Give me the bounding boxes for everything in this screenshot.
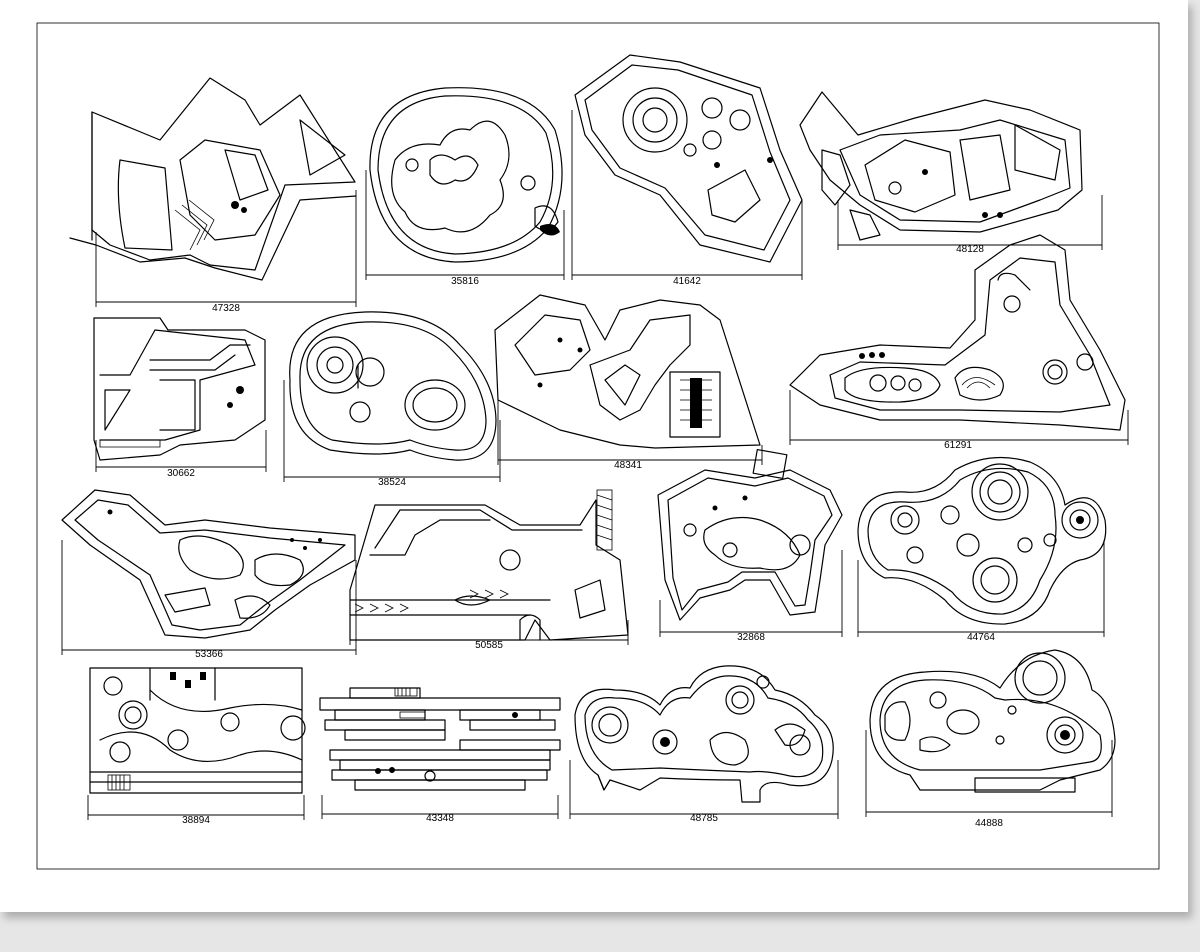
site-plan-6 [289, 311, 497, 461]
dimension-6: 38524 [283, 380, 501, 488]
dimension-16: 44888 [865, 730, 1113, 829]
dimension-11: 32868 [659, 550, 843, 643]
dimension-label: 48341 [614, 460, 642, 471]
site-plan-14 [319, 687, 561, 791]
site-plan-16 [869, 649, 1116, 793]
dimension-label: 53366 [195, 649, 223, 660]
site-plan-11 [657, 448, 843, 621]
site-plan-7 [494, 294, 761, 449]
site-plan-1 [69, 77, 357, 281]
drawing-sheet: 47328 35816 41642 [0, 0, 1188, 912]
dimension-12: 44764 [857, 540, 1105, 643]
dimension-3: 41642 [571, 110, 803, 287]
site-plan-3 [574, 54, 803, 263]
dimension-label: 61291 [944, 440, 972, 451]
drawing-frame [36, 22, 1160, 870]
dimension-label: 38894 [182, 815, 210, 826]
dimension-13: 38894 [87, 795, 305, 826]
site-plan-10 [349, 489, 629, 641]
dimension-label: 41642 [673, 276, 701, 287]
site-plan-8 [789, 234, 1126, 431]
dimension-1: 47328 [95, 190, 357, 314]
site-plan-13 [89, 667, 306, 794]
dimension-label: 50585 [475, 640, 503, 651]
dimension-label: 38524 [378, 477, 406, 488]
dimension-label: 32868 [737, 632, 765, 643]
dimension-label: 44888 [975, 818, 1003, 829]
site-plan-2 [369, 87, 563, 263]
site-plan-5 [93, 317, 266, 461]
site-plan-12 [857, 456, 1107, 625]
dimension-14: 43348 [321, 795, 559, 824]
dimension-label: 44764 [967, 632, 995, 643]
dimension-4: 48128 [837, 195, 1103, 255]
dimension-8: 61291 [789, 390, 1129, 451]
dimension-7: 48341 [497, 400, 763, 471]
site-plan-15 [574, 665, 834, 803]
cad-drawing: 47328 35816 41642 [36, 22, 1160, 870]
dimension-15: 48785 [569, 760, 839, 824]
dimension-label: 48128 [956, 244, 984, 255]
dimension-10: 50585 [349, 620, 629, 651]
dimension-5: 30662 [95, 430, 267, 479]
site-plan-9 [61, 489, 356, 639]
dimension-label: 35816 [451, 276, 479, 287]
dimension-label: 48785 [690, 813, 718, 824]
dimension-label: 43348 [426, 813, 454, 824]
site-plan-4 [799, 91, 1083, 241]
dimension-2: 35816 [365, 170, 565, 287]
dimension-9: 53366 [61, 540, 357, 660]
dimension-label: 47328 [212, 303, 240, 314]
dimension-label: 30662 [167, 468, 195, 479]
